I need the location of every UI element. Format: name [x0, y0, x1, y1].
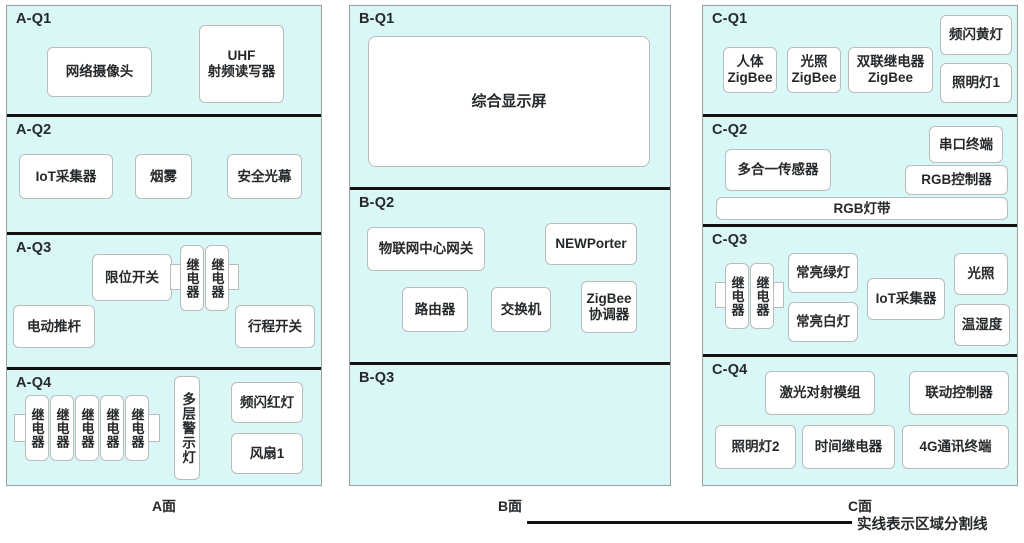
quadrant-a-q2: A-Q2 IoT采集器 烟雾 安全光幕: [7, 114, 321, 232]
device-rgb-controller[interactable]: RGB控制器: [905, 165, 1008, 195]
quadrant-label-b-q1: B-Q1: [359, 11, 395, 27]
device-electric-push-rod[interactable]: 电动推杆: [13, 305, 95, 348]
device-relay-2[interactable]: 继电器: [205, 245, 229, 311]
device-serial-port-terminal[interactable]: 串口终端: [929, 126, 1003, 163]
device-relay-4[interactable]: 继电器: [100, 395, 124, 461]
quadrant-c-q2: C-Q2 多合一传感器 串口终端 RGB控制器 RGB灯带: [703, 114, 1017, 224]
device-newporter[interactable]: NEWPorter: [545, 223, 637, 265]
panel-c: C-Q1 人体 ZigBee 光照 ZigBee 双联继电器 ZigBee 频闪…: [702, 5, 1018, 486]
device-illuminance-sensor[interactable]: 光照: [954, 253, 1008, 295]
device-fan-1[interactable]: 风扇1: [231, 433, 303, 474]
device-router[interactable]: 路由器: [402, 287, 468, 332]
device-dual-relay-zigbee[interactable]: 双联继电器 ZigBee: [848, 47, 933, 93]
quadrant-label-c-q1: C-Q1: [712, 11, 748, 27]
quadrant-a-q3: A-Q3 限位开关 继电器 继电器 电动推杆 行程开关: [7, 232, 321, 367]
relay-connector-stub-right: [773, 282, 784, 308]
device-relay-2[interactable]: 继电器: [750, 263, 774, 329]
quadrant-c-q4: C-Q4 激光对射模组 联动控制器 照明灯2 时间继电器 4G通讯终端: [703, 354, 1017, 487]
quadrant-label-b-q3: B-Q3: [359, 370, 395, 386]
device-human-body-zigbee[interactable]: 人体 ZigBee: [723, 47, 777, 93]
device-safety-light-curtain[interactable]: 安全光幕: [227, 154, 302, 199]
quadrant-c-q1: C-Q1 人体 ZigBee 光照 ZigBee 双联继电器 ZigBee 频闪…: [703, 6, 1017, 114]
device-laser-beam-module[interactable]: 激光对射模组: [765, 371, 875, 415]
quadrant-b-q2: B-Q2 物联网中心网关 NEWPorter 路由器 交换机 ZigBee 协调…: [350, 187, 670, 362]
device-4g-communication-terminal[interactable]: 4G通讯终端: [902, 425, 1009, 469]
quadrant-c-q3: C-Q3 继电器 继电器 常亮绿灯 常亮白灯 IoT采集器 光照 温湿度: [703, 224, 1017, 354]
device-integrated-display-screen[interactable]: 综合显示屏: [368, 36, 650, 167]
device-relay-5[interactable]: 继电器: [125, 395, 149, 461]
panel-caption-b: B面: [497, 498, 523, 514]
quadrant-label-a-q2: A-Q2: [16, 122, 52, 138]
legend-label: 实线表示区域分割线: [857, 517, 988, 533]
relay-connector-stub-right: [228, 264, 239, 290]
quadrant-b-q3: B-Q3: [350, 362, 670, 487]
quadrant-a-q4: A-Q4 继电器 继电器 继电器 继电器 继电器 多层警示灯 频闪红灯 风扇1: [7, 367, 321, 487]
device-relay-1[interactable]: 继电器: [725, 263, 749, 329]
quadrant-b-q1: B-Q1 综合显示屏: [350, 6, 670, 187]
device-temp-humidity-sensor[interactable]: 温湿度: [954, 304, 1010, 346]
device-flashing-red-light[interactable]: 频闪红灯: [231, 382, 303, 423]
panel-a: A-Q1 网络摄像头 UHF 射频读写器 A-Q2 IoT采集器 烟雾 安全光幕…: [6, 5, 322, 486]
device-zigbee-coordinator[interactable]: ZigBee 协调器: [581, 281, 637, 333]
device-iot-collector[interactable]: IoT采集器: [867, 278, 945, 320]
legend-solid-line: [527, 521, 852, 524]
device-steady-white-light[interactable]: 常亮白灯: [788, 302, 858, 342]
quadrant-label-c-q3: C-Q3: [712, 232, 748, 248]
device-iot-central-gateway[interactable]: 物联网中心网关: [367, 227, 485, 271]
device-illuminance-zigbee[interactable]: 光照 ZigBee: [787, 47, 841, 93]
panel-b: B-Q1 综合显示屏 B-Q2 物联网中心网关 NEWPorter 路由器 交换…: [349, 5, 671, 486]
device-time-relay[interactable]: 时间继电器: [802, 425, 895, 469]
relay-connector-stub-right: [148, 414, 160, 442]
device-linkage-controller[interactable]: 联动控制器: [909, 371, 1009, 415]
device-iot-collector[interactable]: IoT采集器: [19, 154, 113, 199]
device-lighting-lamp-2[interactable]: 照明灯2: [715, 425, 796, 469]
quadrant-label-c-q2: C-Q2: [712, 122, 748, 138]
device-uhf-rfid-reader[interactable]: UHF 射频读写器: [199, 25, 284, 103]
device-network-camera[interactable]: 网络摄像头: [47, 47, 152, 97]
device-limit-switch[interactable]: 限位开关: [92, 254, 172, 301]
device-smoke-sensor[interactable]: 烟雾: [135, 154, 192, 199]
device-switch[interactable]: 交换机: [491, 287, 551, 332]
quadrant-a-q1: A-Q1 网络摄像头 UHF 射频读写器: [7, 6, 321, 114]
device-steady-green-light[interactable]: 常亮绿灯: [788, 253, 858, 293]
device-lighting-lamp-1[interactable]: 照明灯1: [940, 63, 1012, 103]
quadrant-label-b-q2: B-Q2: [359, 195, 395, 211]
quadrant-label-a-q1: A-Q1: [16, 11, 52, 27]
device-relay-2[interactable]: 继电器: [50, 395, 74, 461]
quadrant-label-a-q3: A-Q3: [16, 240, 52, 256]
device-relay-1[interactable]: 继电器: [180, 245, 204, 311]
panel-caption-c: C面: [847, 498, 873, 514]
panel-caption-a: A面: [151, 498, 177, 514]
device-multilayer-warning-light[interactable]: 多层警示灯: [174, 376, 200, 480]
device-rgb-light-strip[interactable]: RGB灯带: [716, 197, 1008, 220]
device-flashing-yellow-light[interactable]: 频闪黄灯: [940, 15, 1012, 55]
device-multi-in-one-sensor[interactable]: 多合一传感器: [725, 149, 831, 191]
quadrant-label-c-q4: C-Q4: [712, 362, 748, 378]
device-travel-switch[interactable]: 行程开关: [235, 305, 315, 348]
device-relay-3[interactable]: 继电器: [75, 395, 99, 461]
device-relay-1[interactable]: 继电器: [25, 395, 49, 461]
quadrant-label-a-q4: A-Q4: [16, 375, 52, 391]
